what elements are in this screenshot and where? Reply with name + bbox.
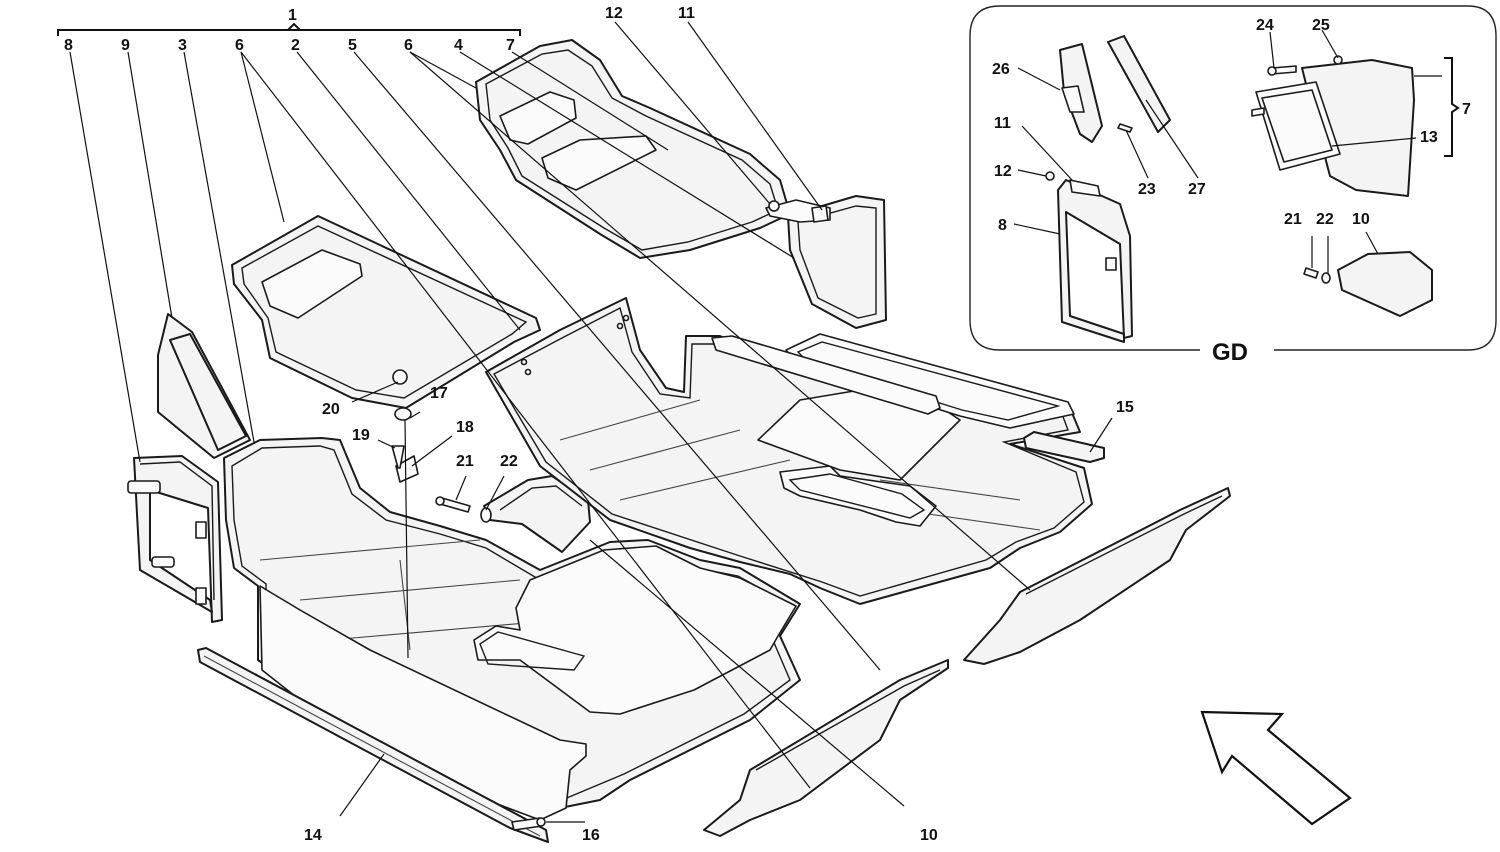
direction-arrow-icon — [1200, 710, 1352, 826]
callout-20: 20 — [322, 401, 340, 418]
callout-6a: 6 — [235, 37, 244, 54]
fastener-17 — [394, 407, 412, 421]
rear-rail — [1023, 431, 1105, 463]
callout-22: 22 — [500, 453, 518, 470]
clip-18 — [395, 419, 419, 659]
side-trim-panel-left — [127, 455, 223, 623]
screw-16 — [511, 817, 546, 831]
callout-16: 16 — [582, 827, 600, 844]
callout-14: 14 — [304, 827, 322, 844]
callout-1: 1 — [288, 7, 297, 24]
callout-9: 9 — [121, 37, 130, 54]
inset-callout-24: 24 — [1256, 17, 1274, 34]
main-floor-carpet-left — [223, 437, 801, 821]
callout-11: 11 — [678, 5, 695, 22]
inset-callout-25: 25 — [1312, 17, 1330, 34]
step-plate-center — [703, 659, 949, 837]
sill-strip — [197, 647, 549, 843]
callout-19: 19 — [352, 427, 370, 444]
floor-mat-right — [475, 39, 791, 259]
callout-18: 18 — [456, 419, 474, 436]
callout-2: 2 — [291, 37, 300, 54]
inset-callout-11: 11 — [994, 115, 1011, 132]
inset-callout-21: 21 — [1284, 211, 1302, 228]
callout-12: 12 — [605, 5, 623, 22]
inset-callout-12: 12 — [994, 163, 1012, 180]
callout-21: 21 — [456, 453, 474, 470]
tunnel-cover — [483, 475, 591, 553]
callout-4: 4 — [454, 37, 463, 54]
main-floor-carpet-rear — [485, 297, 1093, 605]
inset-callout-13: 13 — [1420, 129, 1438, 146]
callout-3: 3 — [178, 37, 187, 54]
callout-10: 10 — [920, 827, 938, 844]
callout-6b: 6 — [404, 37, 413, 54]
side-trim-panel-right — [765, 195, 887, 329]
inset-callout-26: 26 — [992, 61, 1010, 78]
leader-lines — [69, 21, 1113, 823]
callout-5: 5 — [348, 37, 357, 54]
group-bracket-1 — [57, 22, 521, 36]
floor-mat-left — [231, 215, 541, 409]
inset-gd — [969, 5, 1497, 351]
inset-callout-7: 7 — [1462, 101, 1471, 118]
inset-callout-27: 27 — [1188, 181, 1206, 198]
screw-21 — [435, 496, 471, 513]
washer-22 — [480, 507, 492, 523]
inset-label: GD — [1212, 339, 1248, 366]
inset-callout-10: 10 — [1352, 211, 1370, 228]
callout-7: 7 — [506, 37, 515, 54]
inset-callout-23: 23 — [1138, 181, 1156, 198]
callout-labels: 1 8 9 3 6 2 5 6 4 7 12 11 20 17 19 18 21… — [64, 5, 1471, 844]
heel-pad-left — [157, 313, 251, 459]
callout-15: 15 — [1116, 399, 1134, 416]
callout-17: 17 — [430, 385, 448, 402]
screw-19 — [391, 445, 405, 469]
callout-8: 8 — [64, 37, 73, 54]
step-plate-right — [963, 487, 1231, 665]
inset-callout-22: 22 — [1316, 211, 1334, 228]
inset-callout-8: 8 — [998, 217, 1007, 234]
